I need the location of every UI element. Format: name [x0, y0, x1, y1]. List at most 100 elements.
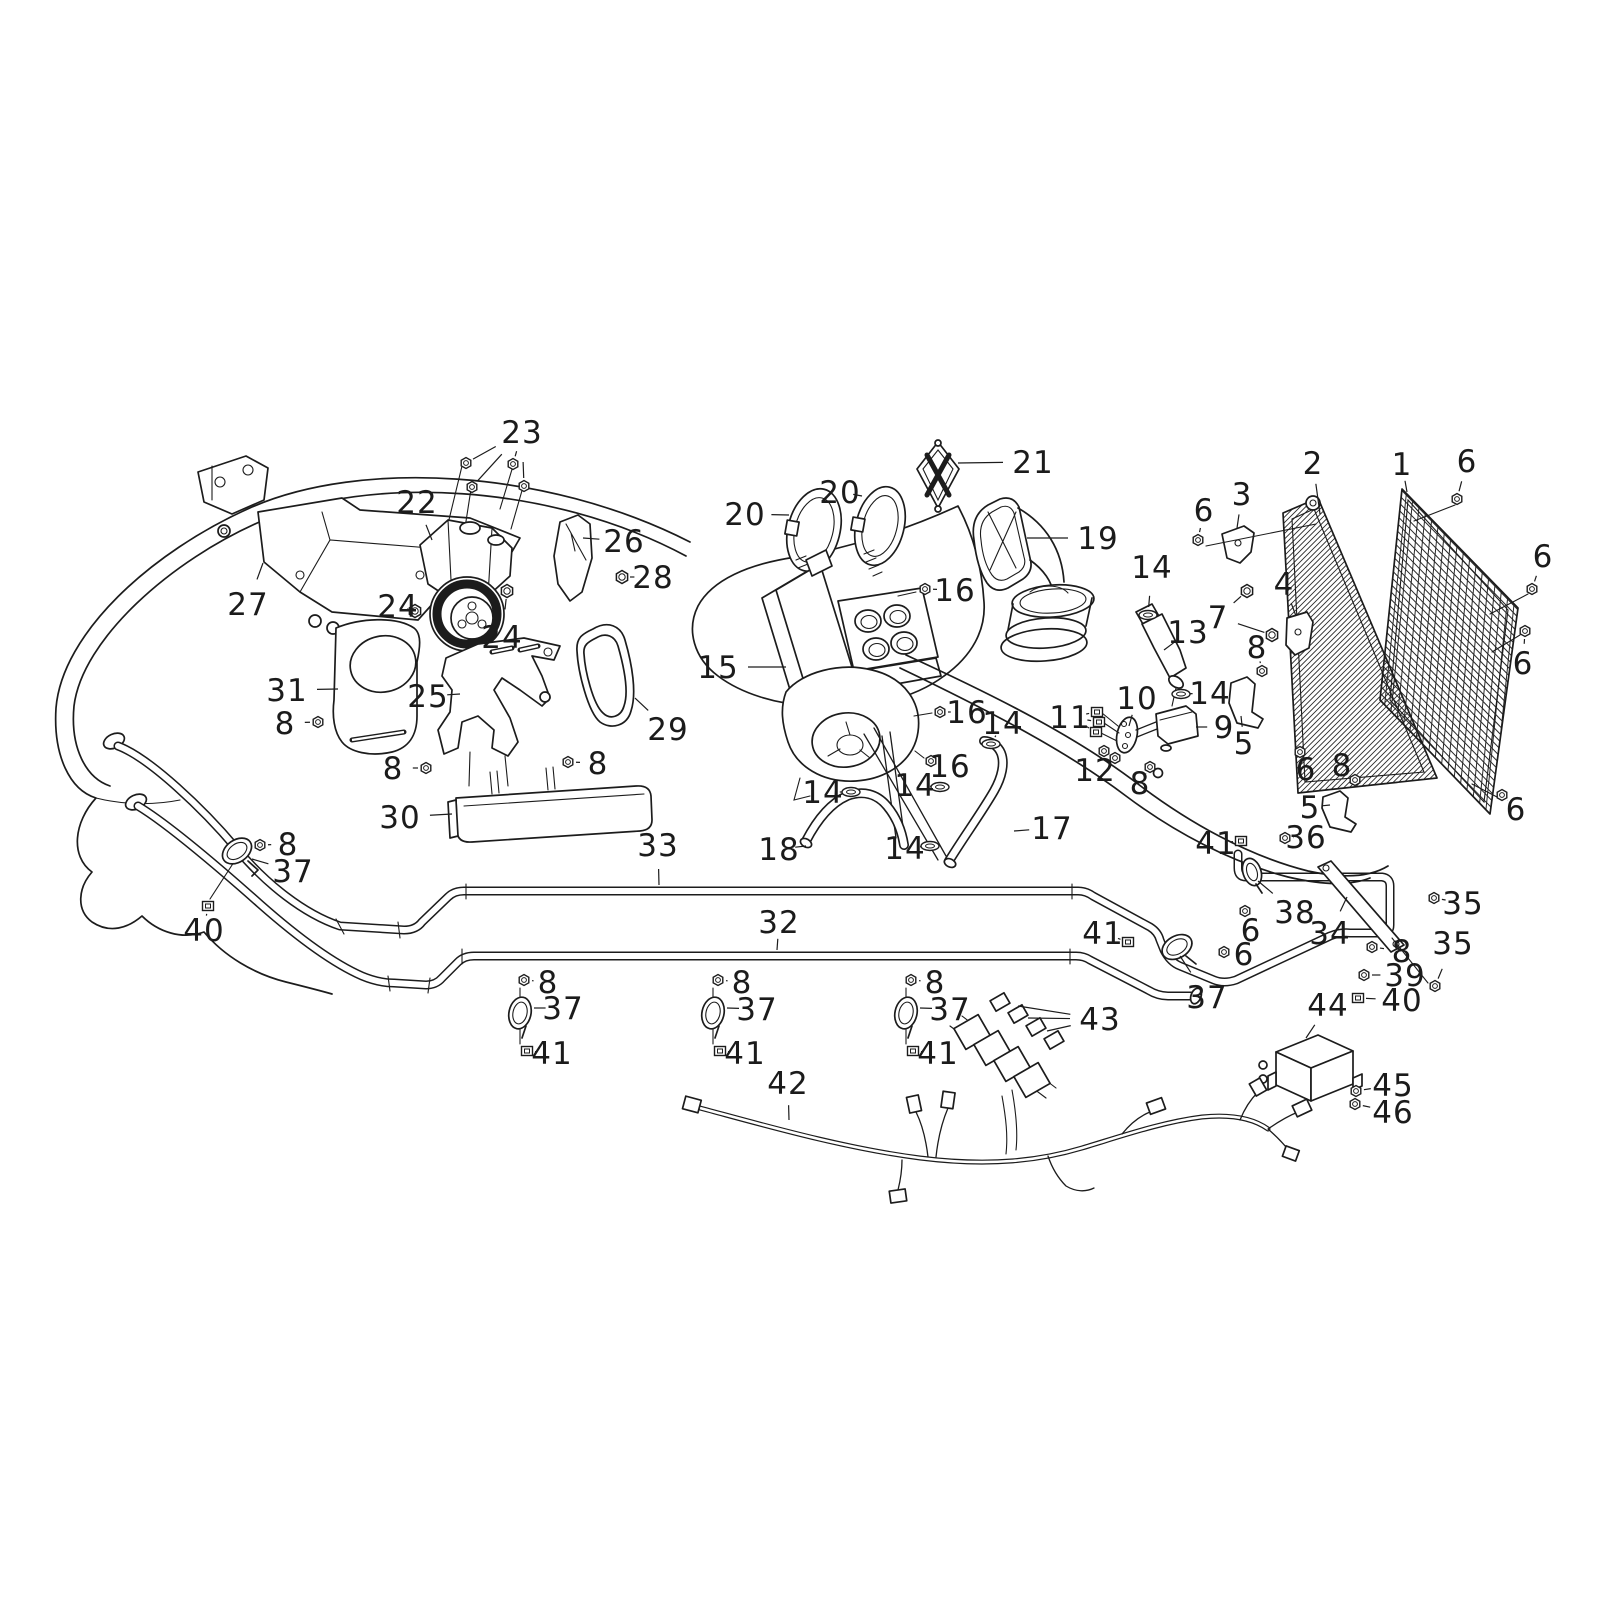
fin-hatch-line [1283, 731, 1437, 793]
part-callout-22: 22 [396, 485, 437, 541]
manifold-hole [1121, 742, 1129, 750]
drier-body [1141, 613, 1187, 679]
part-callout-9: 9 [1196, 710, 1233, 746]
leg-link [468, 751, 509, 787]
leader-line [582, 537, 600, 540]
part-number-label: 11 [1049, 700, 1090, 736]
fender-inner-curve [72, 491, 687, 787]
harness-connector [1145, 1096, 1167, 1116]
part-callout-14: 14 [1171, 676, 1230, 712]
bolt-icon-center [1221, 949, 1227, 955]
pipe-33-core [115, 743, 1393, 985]
part-callout-34: 34 [1309, 896, 1350, 952]
relay-block [949, 991, 1065, 1155]
part-number-label: 41 [917, 1036, 958, 1072]
bracket-hole [214, 476, 226, 488]
compressor-port [459, 521, 481, 535]
bolt-icon-center [1147, 764, 1153, 770]
fin-hatch-line [1283, 770, 1437, 793]
part-number-label: 35 [1432, 926, 1473, 962]
part-number-label: 16 [946, 695, 987, 731]
harness-main-core [698, 1106, 1270, 1164]
leader-line [1257, 880, 1274, 894]
oring-icon [930, 781, 950, 793]
square-nut-icon [1089, 726, 1103, 738]
nut-icon [1240, 583, 1254, 599]
leader-line [1458, 481, 1463, 492]
leader-line [1106, 761, 1109, 764]
leader-line [1305, 1024, 1316, 1039]
part-number-label: 37 [736, 992, 777, 1028]
part-callout-8: 8 [275, 706, 324, 742]
hose-18-core [802, 789, 908, 849]
part-callout-4: 4 [1274, 567, 1297, 617]
bracket-25-outline [437, 637, 561, 757]
square-nut-icon [520, 1045, 534, 1057]
oring-icon-center [986, 741, 996, 747]
vent-tube-inner [896, 636, 914, 652]
part-callout-21: 21 [957, 445, 1053, 481]
part-number-label: 8 [278, 827, 299, 863]
fin-hatch-line [1283, 687, 1437, 793]
blower-housing [781, 666, 920, 782]
belt-outer [576, 623, 635, 727]
part-number-label: 14 [802, 775, 843, 811]
manifold-hole [1124, 731, 1132, 739]
part-number-label: 3 [1232, 477, 1253, 513]
oring-icon [1138, 609, 1158, 621]
p-clamp-tail [247, 860, 259, 877]
part-callout-41: 41 [1195, 826, 1248, 862]
part-number-label: 6 [1194, 493, 1215, 529]
bolt-icon [562, 755, 574, 769]
leader-line [429, 813, 453, 816]
part-callout-8: 8 [383, 751, 432, 787]
duct-ring-outer [1011, 583, 1095, 619]
leader-line [1290, 602, 1297, 617]
leader-line [634, 697, 649, 711]
part-number-label: 14 [894, 768, 935, 804]
part-callout-31: 31 [266, 673, 339, 709]
part-number-label: 12 [1074, 753, 1115, 789]
bolt-icon [1496, 788, 1508, 802]
part-number-label: 40 [1381, 983, 1422, 1019]
square-nut-icon-center [524, 1048, 530, 1054]
oring-icon-center [935, 784, 945, 790]
square-nut-icon [1092, 716, 1106, 728]
duct-handle [1029, 585, 1069, 594]
drier-and-switch [1100, 603, 1199, 779]
switch-tubes [1135, 721, 1158, 738]
part-number-label: 37 [272, 854, 313, 890]
box-screw [1258, 1060, 1268, 1070]
mesh-line [1380, 489, 1518, 650]
part-number-label: 14 [1189, 676, 1230, 712]
evaporator-unit [761, 549, 947, 861]
duct-bottom [1005, 616, 1087, 650]
part-number-label: 39 [1384, 958, 1425, 994]
rear-bracket-and-belt [553, 514, 635, 727]
p-clamp-tail [1185, 955, 1197, 965]
mesh-line [1380, 685, 1518, 814]
square-nut-icon-center [1093, 729, 1099, 735]
part-callout-41: 41 [906, 1036, 958, 1072]
relay-cap [1007, 1003, 1029, 1025]
part-number-label: 5 [1234, 726, 1255, 762]
part-number-label: 24 [481, 620, 522, 656]
pipe-sleeve-ticks [335, 883, 1073, 994]
part-number-label: 40 [183, 913, 224, 949]
part-callout-16: 16 [925, 749, 970, 785]
bolt-icon [1526, 582, 1538, 596]
part-number-label: 8 [1332, 748, 1353, 784]
harness-connector [1248, 1077, 1268, 1097]
leader-line [957, 461, 1004, 464]
clamp-axis [209, 861, 235, 900]
relay-cap [989, 991, 1011, 1013]
fin-hatch-line [1283, 742, 1437, 793]
fin-hatch-line [1283, 498, 1437, 559]
p-clamp [1161, 933, 1193, 961]
leader-line [504, 598, 507, 610]
part-callout-13: 13 [1163, 615, 1208, 651]
square-nut-icon-center [205, 903, 211, 909]
bolt-icon [312, 715, 324, 729]
part-number-label: 8 [538, 965, 559, 1001]
